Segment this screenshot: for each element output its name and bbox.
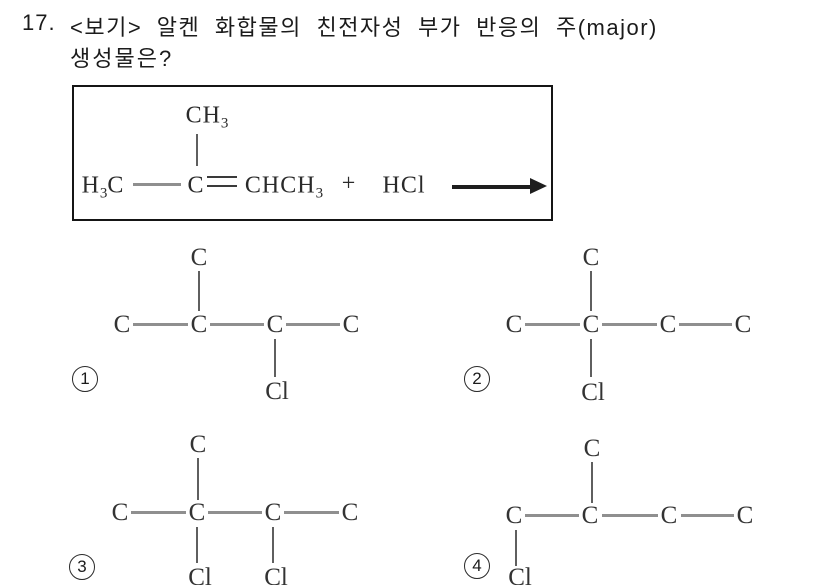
atom-carbon-c2: C bbox=[582, 311, 600, 338]
bond-vertical bbox=[591, 462, 593, 503]
atom-carbon-c4: C bbox=[736, 502, 754, 529]
bond-horizontal bbox=[525, 323, 580, 326]
atom-carbon-c1: C bbox=[505, 502, 523, 529]
atom-carbon-c2: C bbox=[188, 499, 206, 526]
reactant-left-c: C bbox=[107, 172, 125, 199]
atom-chlorine: Cl bbox=[581, 379, 605, 406]
bond-vertical bbox=[590, 339, 592, 377]
bond-horizontal bbox=[679, 323, 732, 326]
atom-carbon-c4: C bbox=[734, 311, 752, 338]
reaction-arrow-icon bbox=[452, 185, 532, 189]
bond-vertical bbox=[274, 339, 276, 377]
atom-carbon-branch: C bbox=[189, 431, 207, 458]
branch-methyl-label: CH3 bbox=[185, 102, 229, 132]
atom-carbon-c4: C bbox=[342, 311, 360, 338]
atom-carbon-c1: C bbox=[113, 311, 131, 338]
bond-vertical bbox=[196, 134, 198, 166]
atom-carbon-branch: C bbox=[583, 435, 601, 462]
atom-carbon-branch: C bbox=[190, 244, 208, 271]
branch-methyl-main: CH bbox=[185, 102, 221, 129]
question-text-line2: 생성물은? bbox=[70, 46, 174, 71]
bond-vertical bbox=[272, 527, 274, 563]
question-number: 17. bbox=[22, 10, 56, 35]
bond-vertical bbox=[196, 527, 198, 563]
bond-vertical bbox=[590, 271, 592, 311]
question-text-line1: <보기> 알켄 화합물의 친전자성 부가 반응의 주(major) bbox=[70, 15, 658, 40]
atom-chlorine: Cl bbox=[508, 564, 532, 585]
bond-horizontal bbox=[602, 323, 657, 326]
bond-vertical bbox=[515, 530, 517, 566]
atom-carbon-c3: C bbox=[660, 502, 678, 529]
double-bond bbox=[207, 176, 237, 187]
bond-horizontal bbox=[210, 323, 264, 326]
reactant-left-h: H bbox=[81, 172, 100, 199]
plus-sign: + bbox=[341, 170, 357, 197]
atom-carbon-c4: C bbox=[341, 499, 359, 526]
bond-vertical bbox=[198, 271, 200, 311]
atom-carbon-branch: C bbox=[582, 244, 600, 271]
bond-horizontal bbox=[525, 514, 579, 517]
atom-carbon-c3: C bbox=[266, 311, 284, 338]
atom-carbon-c2: C bbox=[581, 502, 599, 529]
reaction-arrow-head-icon bbox=[530, 178, 547, 194]
bond-vertical bbox=[197, 458, 199, 500]
atom-carbon-c3: C bbox=[264, 499, 282, 526]
bond-horizontal bbox=[284, 511, 339, 514]
bond-horizontal bbox=[133, 183, 181, 186]
reactant-right-main: CHCH bbox=[244, 172, 316, 199]
example-box bbox=[72, 85, 553, 221]
atom-chlorine: Cl bbox=[188, 564, 212, 585]
atom-carbon-c1: C bbox=[505, 311, 523, 338]
atom-carbon-c3: C bbox=[659, 311, 677, 338]
reactant-left-label: H3C bbox=[81, 172, 125, 202]
atom-chlorine: Cl bbox=[264, 564, 288, 585]
reactant-right-label: CHCH3 bbox=[244, 172, 324, 202]
sp2-carbon-label: C bbox=[187, 172, 205, 199]
reactant-left-sub: 3 bbox=[99, 185, 108, 202]
atom-carbon-c2: C bbox=[190, 311, 208, 338]
bond-horizontal bbox=[133, 323, 188, 326]
bond-horizontal bbox=[602, 514, 658, 517]
bond-horizontal bbox=[131, 511, 186, 514]
choice-4-marker: 4 bbox=[464, 553, 490, 579]
bond-horizontal bbox=[208, 511, 262, 514]
bond-horizontal bbox=[681, 514, 734, 517]
reagent-label: HCl bbox=[382, 172, 426, 199]
atom-carbon-c1: C bbox=[111, 499, 129, 526]
choice-1-marker: 1 bbox=[72, 366, 98, 392]
atom-chlorine: Cl bbox=[265, 378, 289, 405]
bond-horizontal bbox=[286, 323, 340, 326]
branch-methyl-sub: 3 bbox=[220, 115, 229, 132]
choice-2-marker: 2 bbox=[464, 366, 490, 392]
choice-3-marker: 3 bbox=[69, 554, 95, 580]
reactant-right-sub: 3 bbox=[315, 185, 324, 202]
